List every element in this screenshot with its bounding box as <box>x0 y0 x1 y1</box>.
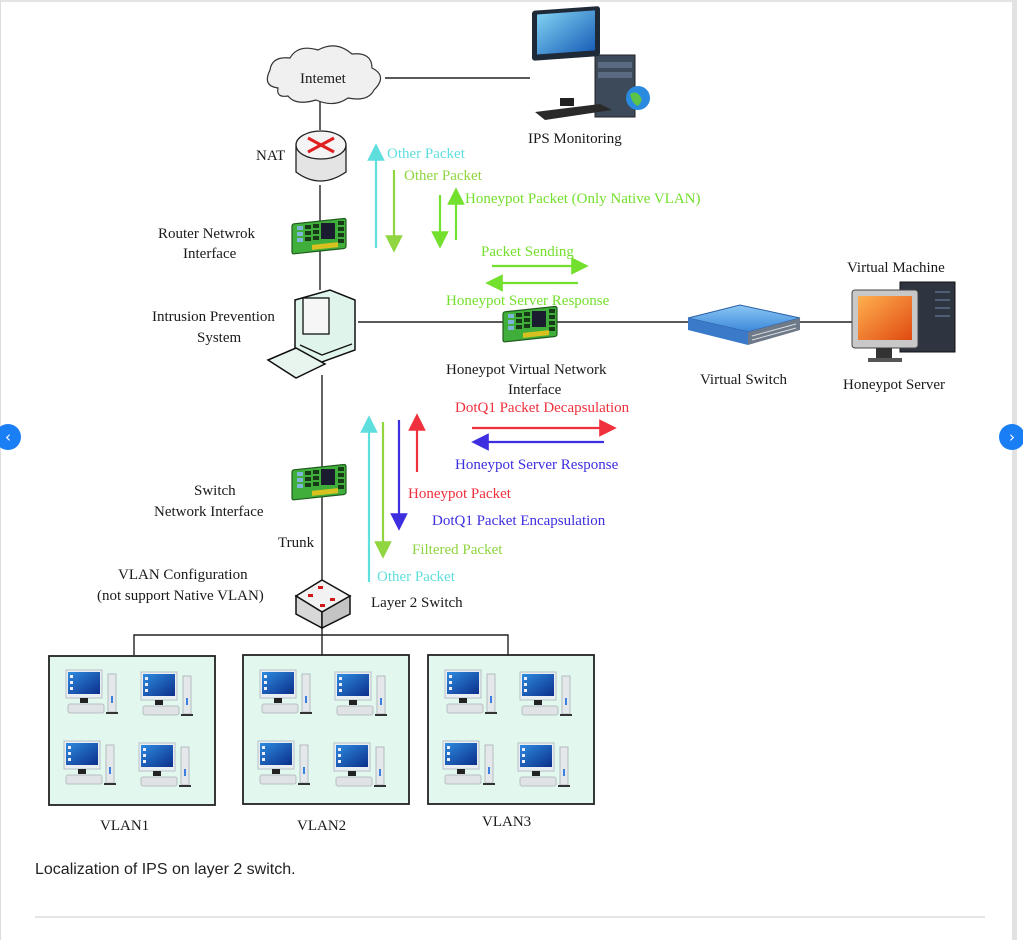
vlan-group-3 <box>427 654 595 805</box>
ips-monitoring-icon <box>532 6 650 120</box>
honeypot-vni-label-1: Honeypot Virtual Network <box>446 362 607 378</box>
figure-caption: Localization of IPS on layer 2 switch. <box>35 861 296 878</box>
router-interface-label-2: Interface <box>183 246 237 262</box>
honeypot-virtual-network-interface-icon <box>502 305 558 343</box>
flow-label: DotQ1 Packet Decapsulation <box>455 400 630 416</box>
ips-label-1: Intrusion Prevention <box>152 309 275 325</box>
lower-flow-labels: DotQ1 Packet Decapsulation Honeypot Serv… <box>377 400 630 585</box>
flow-label: Honeypot Packet <box>408 486 512 502</box>
virtual-switch-icon <box>687 304 801 345</box>
upper-flow-labels: Other Packet Other Packet Honeypot Packe… <box>387 146 701 309</box>
switch-interface-label-1: Switch <box>194 483 236 499</box>
chevron-left-icon: ‹ <box>5 428 11 446</box>
chevron-right-icon: › <box>1009 428 1015 446</box>
vlan-config-label-2: (not support Native VLAN) <box>97 588 264 604</box>
ips-computer-icon <box>266 289 356 379</box>
trunk-label: Trunk <box>278 535 315 551</box>
vlan1-label: VLAN1 <box>100 818 149 834</box>
network-diagram: Intemet IPS Monitoring NAT Router Netwro… <box>48 6 956 834</box>
vlan-group-2 <box>242 654 410 805</box>
divider <box>35 916 985 918</box>
flow-label: Filtered Packet <box>412 542 503 558</box>
honeypot-server-icon <box>851 281 956 362</box>
ips-label-2: System <box>197 330 242 346</box>
upper-flows <box>367 143 589 292</box>
flow-label: Honeypot Server Response <box>455 457 619 473</box>
internet-label: Intemet <box>300 71 347 87</box>
internet-cloud-icon <box>266 45 382 105</box>
flow-label: Packet Sending <box>481 244 574 260</box>
switch-network-interface-icon <box>291 463 347 501</box>
previous-figure-button[interactable]: ‹ <box>0 424 21 450</box>
vlan3-label: VLAN3 <box>482 814 531 830</box>
router-network-interface-icon <box>291 217 347 255</box>
nat-label: NAT <box>256 148 285 164</box>
link-vlan-bus <box>133 634 509 655</box>
honeypot-server-label: Honeypot Server <box>843 377 945 393</box>
nat-router-icon <box>295 130 347 182</box>
honeypot-vni-label-2: Interface <box>508 382 562 398</box>
vlan-group-1 <box>48 655 216 806</box>
router-interface-label-1: Router Netwrok <box>158 226 256 242</box>
ips-monitoring-label: IPS Monitoring <box>528 131 622 147</box>
vlan2-label: VLAN2 <box>297 818 346 834</box>
flow-label: Other Packet <box>387 146 466 162</box>
next-figure-button[interactable]: › <box>999 424 1023 450</box>
virtual-machine-label: Virtual Machine <box>847 260 945 276</box>
layer2-switch-label: Layer 2 Switch <box>371 595 463 611</box>
flow-label: Honeypot Packet (Only Native VLAN) <box>465 191 701 207</box>
vlan-config-label-1: VLAN Configuration <box>118 567 248 583</box>
flow-label: Other Packet <box>377 569 456 585</box>
switch-interface-label-2: Network Interface <box>154 504 264 520</box>
flow-label: Other Packet <box>404 168 483 184</box>
flow-label: DotQ1 Packet Encapsulation <box>432 513 606 529</box>
layer2-switch-icon <box>294 579 352 630</box>
flow-label: Honeypot Server Response <box>446 293 610 309</box>
lower-flows <box>360 413 617 582</box>
virtual-switch-label: Virtual Switch <box>700 372 788 388</box>
